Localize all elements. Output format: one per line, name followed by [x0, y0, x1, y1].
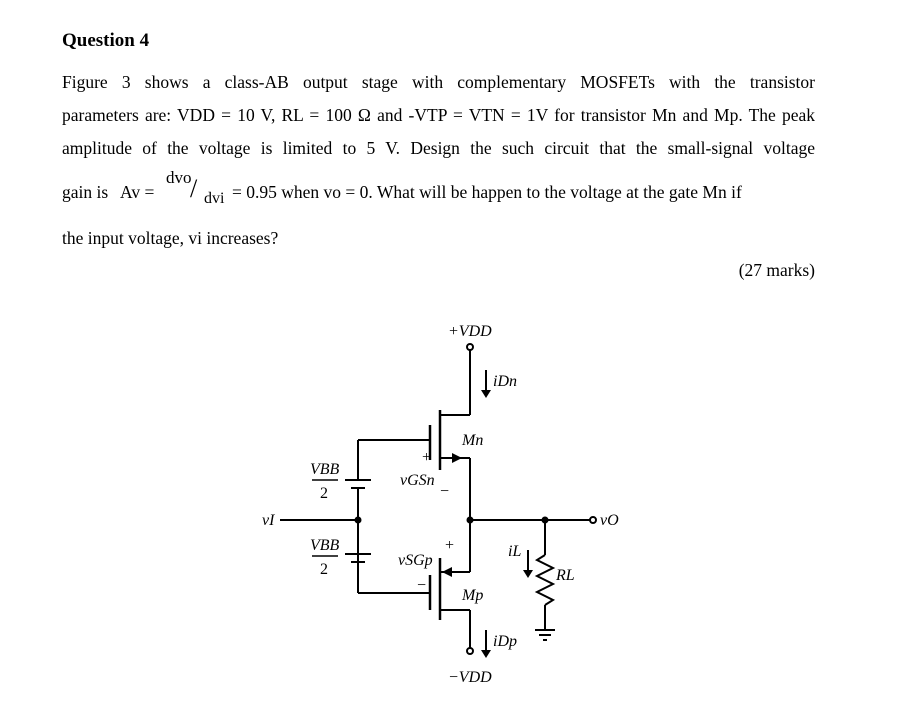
- idn-label: iDn: [493, 373, 517, 390]
- vo-terminal: [589, 516, 597, 524]
- vbb-top-label: VBB: [310, 461, 340, 478]
- input-node-dot: [354, 516, 362, 524]
- vgsn-minus: −: [440, 483, 449, 500]
- formula-slash: /: [190, 174, 198, 203]
- question-line-2: parameters are: VDD = 10 V, RL = 100 Ω a…: [62, 105, 815, 125]
- vo-label: vO: [600, 512, 619, 529]
- vsgp-minus: −: [417, 577, 426, 594]
- question-line-1: Figure 3 shows a class-AB output stage w…: [62, 72, 815, 92]
- vdd-bottom-label: −VDD: [448, 669, 492, 686]
- question-line-3: amplitude of the voltage is limited to 5…: [62, 138, 815, 158]
- vi-label: vI: [262, 512, 275, 529]
- formula-av: Av =: [120, 182, 155, 202]
- vdd-top-label: +VDD: [448, 323, 492, 340]
- rl-label: RL: [555, 567, 575, 584]
- formula-denominator: dvi: [204, 190, 225, 207]
- mp-label: Mp: [461, 587, 483, 604]
- idp-label: iDp: [493, 633, 517, 650]
- formula-numerator: dvo: [166, 168, 192, 187]
- question-line-5: the input voltage, vi increases?: [62, 228, 279, 248]
- vbb-bottom-label: VBB: [310, 537, 340, 554]
- formula-prefix: gain is: [62, 182, 109, 202]
- load-node-dot: [541, 516, 549, 524]
- vbb-top-denominator: 2: [320, 485, 328, 502]
- vdd-bottom-terminal: [466, 647, 474, 655]
- vsgp-label: vSGp: [398, 552, 433, 569]
- vgsn-plus: +: [422, 449, 431, 466]
- vsgp-plus: +: [445, 537, 454, 554]
- rl-resistor: [534, 554, 556, 606]
- marks-label: (27 marks): [738, 260, 815, 280]
- class-ab-circuit-diagram: +VDD iDn Mn + vGSn − VBB 2 vI vO VBB 2 +…: [262, 323, 619, 686]
- formula-rest: = 0.95 when vo = 0. What will be happen …: [232, 182, 742, 202]
- output-node-dot: [466, 516, 474, 524]
- question-heading: Question 4: [62, 30, 150, 51]
- gain-formula-line: gain is Av = dvo / dvi = 0.95 when vo = …: [62, 168, 815, 216]
- vgsn-label: vGSn: [400, 472, 435, 489]
- mn-label: Mn: [461, 432, 483, 449]
- vbb-bottom-denominator: 2: [320, 561, 328, 578]
- il-label: iL: [508, 543, 521, 560]
- vdd-top-terminal: [466, 343, 474, 351]
